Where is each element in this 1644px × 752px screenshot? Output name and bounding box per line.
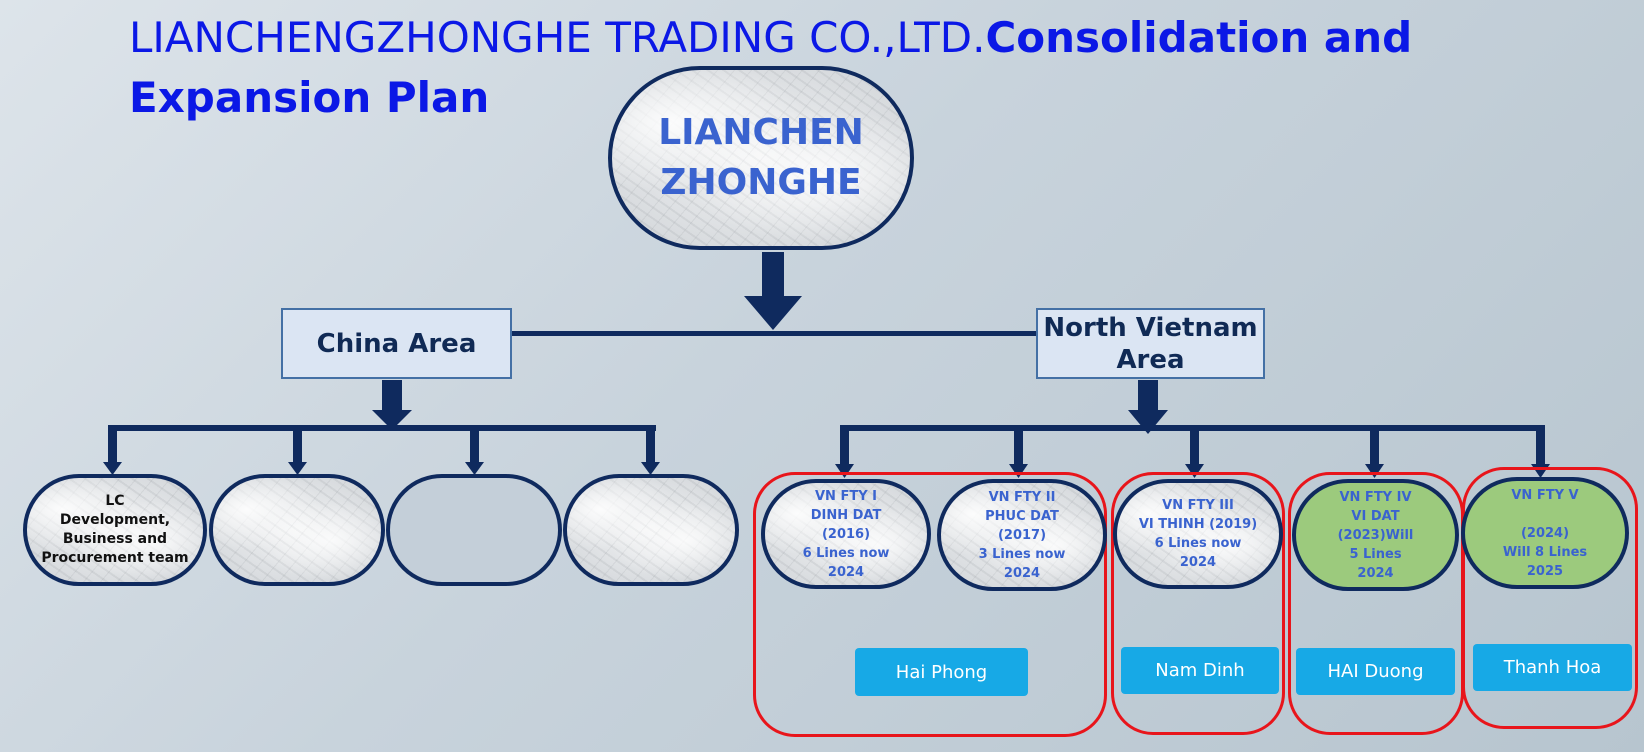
china-horizontal-line xyxy=(108,425,656,431)
vietnam-drop-3 xyxy=(1190,425,1199,467)
china-drop-3 xyxy=(470,425,479,465)
vietnam-node-fty-2: VN FTY II PHUC DAT (2017) 3 Lines now 20… xyxy=(937,479,1107,591)
vietnam-drop-head-1 xyxy=(835,464,854,478)
region-label: Hai Phong xyxy=(895,661,988,683)
china-drop-head-2 xyxy=(288,462,307,475)
vietnam-node-fty-3: VN FTY III VI THINH (2019) 6 Lines now 2… xyxy=(1113,479,1283,589)
china-node-4 xyxy=(563,474,739,586)
root-arrow-shaft xyxy=(762,252,784,296)
vietnam-drop-head-4 xyxy=(1365,464,1384,478)
vietnam-drop-head-3 xyxy=(1185,464,1204,478)
region-label: HAI Duong xyxy=(1327,661,1424,682)
china-drop-head-3 xyxy=(465,462,484,475)
vietnam-node-fty-5: VN FTY V (2024) Will 8 Lines 2025 xyxy=(1461,477,1629,589)
china-arrow-head xyxy=(372,410,412,430)
china-area-box: China Area xyxy=(281,308,512,379)
group-thanh-hoa xyxy=(1462,467,1638,729)
vietnam-node-fty-4: VN FTY IV VI DAT (2023)Will 5 Lines 2024 xyxy=(1292,479,1459,591)
title-company: LIANCHENGZHONGHE TRADING CO.,LTD. xyxy=(129,13,986,62)
china-drop-4 xyxy=(646,425,655,465)
group-nam-dinh xyxy=(1111,472,1285,735)
region-hai-phong: Hai Phong xyxy=(855,648,1028,696)
china-drop-1 xyxy=(108,425,117,465)
region-nam-dinh: Nam Dinh xyxy=(1121,647,1279,694)
vietnam-drop-2 xyxy=(1014,425,1023,467)
vietnam-drop-4 xyxy=(1370,425,1379,467)
china-area-label: China Area xyxy=(316,328,477,359)
vietnam-drop-head-2 xyxy=(1009,464,1028,478)
china-drop-head-4 xyxy=(641,462,660,475)
vietnam-node-text: VN FTY V (2024) Will 8 Lines 2025 xyxy=(1502,487,1588,579)
root-arrow-head xyxy=(744,296,802,330)
region-label: Thanh Hoa xyxy=(1503,657,1602,678)
root-node: LIANCHEN ZHONGHE xyxy=(608,66,914,250)
main-horizontal-line xyxy=(511,331,1037,336)
vietnam-arrow-shaft xyxy=(1138,380,1158,410)
china-drop-head-1 xyxy=(103,462,122,475)
region-hai-duong: HAI Duong xyxy=(1296,648,1455,695)
page-title: LIANCHENGZHONGHE TRADING CO.,LTD.Consoli… xyxy=(129,8,1619,128)
china-node-text: LC Development, Business and Procurement… xyxy=(41,493,189,566)
root-label: LIANCHEN ZHONGHE xyxy=(658,112,864,203)
vietnam-node-fty-1: VN FTY I DINH DAT (2016) 6 Lines now 202… xyxy=(761,479,931,589)
title-plan: Consolidation and Expansion Plan xyxy=(129,13,1413,122)
vietnam-arrow-head xyxy=(1128,410,1168,434)
china-node-3 xyxy=(386,474,562,586)
china-node-2 xyxy=(209,474,385,586)
china-arrow-shaft xyxy=(382,380,402,410)
china-node-lc-team: LC Development, Business and Procurement… xyxy=(23,474,207,586)
vietnam-node-text: VN FTY I DINH DAT (2016) 6 Lines now 202… xyxy=(802,488,890,580)
vietnam-node-text: VN FTY IV VI DAT (2023)Will 5 Lines 2024 xyxy=(1337,489,1414,581)
china-drop-2 xyxy=(293,425,302,465)
vietnam-drop-1 xyxy=(840,425,849,467)
region-label: Nam Dinh xyxy=(1155,660,1245,681)
vietnam-node-text: VN FTY III VI THINH (2019) 6 Lines now 2… xyxy=(1138,498,1258,570)
vietnam-area-box: North Vietnam Area xyxy=(1036,308,1265,379)
group-hai-phong xyxy=(753,472,1107,737)
vietnam-drop-5 xyxy=(1536,425,1545,467)
region-thanh-hoa: Thanh Hoa xyxy=(1473,644,1632,691)
vietnam-node-text: VN FTY II PHUC DAT (2017) 3 Lines now 20… xyxy=(978,489,1066,581)
vietnam-area-label: North Vietnam Area xyxy=(1043,312,1258,375)
